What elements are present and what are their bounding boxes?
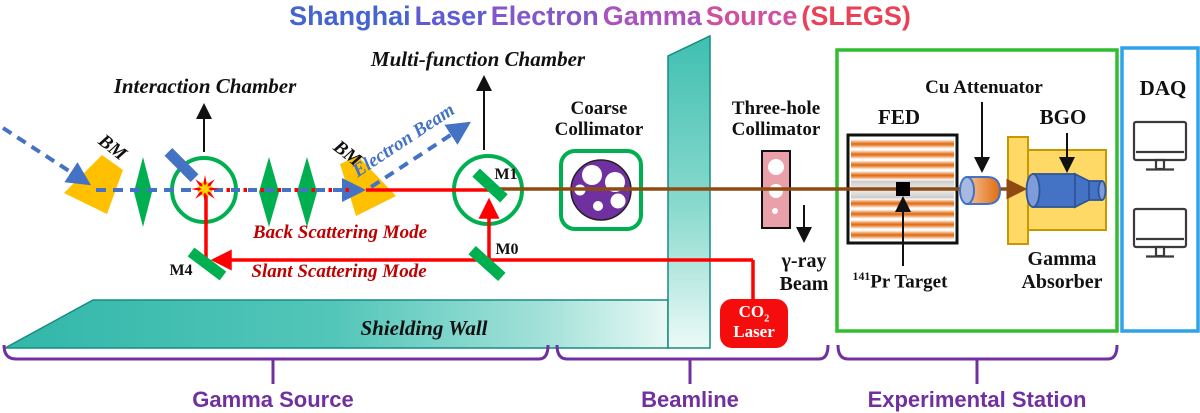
- three-hole-collimator-label: Collimator: [731, 119, 821, 140]
- coarse-collimator-label: Coarse: [570, 98, 628, 119]
- mirror-m4: [187, 247, 227, 281]
- section-braces: [2, 344, 1119, 384]
- mirror-m1-label: M1: [494, 166, 518, 183]
- mirror-m4-label: M4: [169, 262, 193, 279]
- title-word: Electron: [490, 1, 599, 31]
- title-word: Shanghai: [289, 1, 411, 31]
- slant-scattering-mode-label: Slant Scattering Mode: [251, 261, 427, 282]
- chamber-mirror-blue: [164, 148, 199, 182]
- daq-box: [1120, 46, 1200, 333]
- title-word: Laser: [414, 1, 487, 31]
- title-word: (SLEGS): [801, 1, 911, 31]
- gamma-absorber-label: Gamma: [1027, 248, 1097, 270]
- daq-label: DAQ: [1139, 76, 1187, 100]
- cu-attenuator-label: Cu Attenuator: [925, 77, 1043, 98]
- collision-starburst: [191, 175, 219, 203]
- gamma-ray-beam-label: Beam: [779, 273, 829, 295]
- gamma-absorber-label: Absorber: [1021, 271, 1103, 293]
- cu-attenuator-shape: [959, 176, 1002, 205]
- coarse-collimator-label: Collimator: [554, 119, 644, 140]
- title-word: Gamma: [602, 1, 702, 31]
- section-experimental-station: Experimental Station: [867, 387, 1087, 412]
- electron-beam-line: [1, 121, 472, 202]
- monitor-icon: [1132, 120, 1188, 171]
- pr-target-square: [896, 182, 910, 196]
- annotation-arrows: [196, 75, 1075, 266]
- bending-magnet-1: [64, 155, 123, 214]
- mirror-m0-label: M0: [495, 241, 519, 258]
- mirror-m1: [472, 168, 508, 203]
- shielding-wall-shape: [4, 34, 711, 349]
- mirror-m0: [468, 246, 506, 281]
- co2-laser-box: [720, 299, 788, 348]
- co2-laser-label: Laser: [733, 322, 775, 341]
- pr-target-mass-number: 141: [852, 270, 871, 283]
- interaction-chamber-label: Interaction Chamber: [113, 74, 297, 98]
- back-scattering-mode-label: Back Scattering Mode: [252, 222, 428, 243]
- bgo-label: BGO: [1039, 105, 1087, 129]
- monitor-icon: [1132, 207, 1188, 258]
- section-beamline: Beamline: [641, 387, 739, 412]
- shielding-wall-label: Shielding Wall: [360, 316, 488, 340]
- fed-label: FED: [878, 105, 920, 129]
- section-gamma-source: Gamma Source: [192, 387, 354, 412]
- multi-function-chamber-label: Multi-function Chamber: [370, 47, 586, 71]
- bgo-detector-shape: [1025, 172, 1107, 209]
- gamma-ray-beam-label: γ-ray: [781, 250, 827, 272]
- co2-laser-label: CO2: [738, 302, 770, 325]
- title-word: Source: [705, 1, 798, 31]
- pr-target-label: 141Pr Target: [852, 270, 948, 293]
- three-hole-collimator-label: Three-hole: [731, 98, 821, 119]
